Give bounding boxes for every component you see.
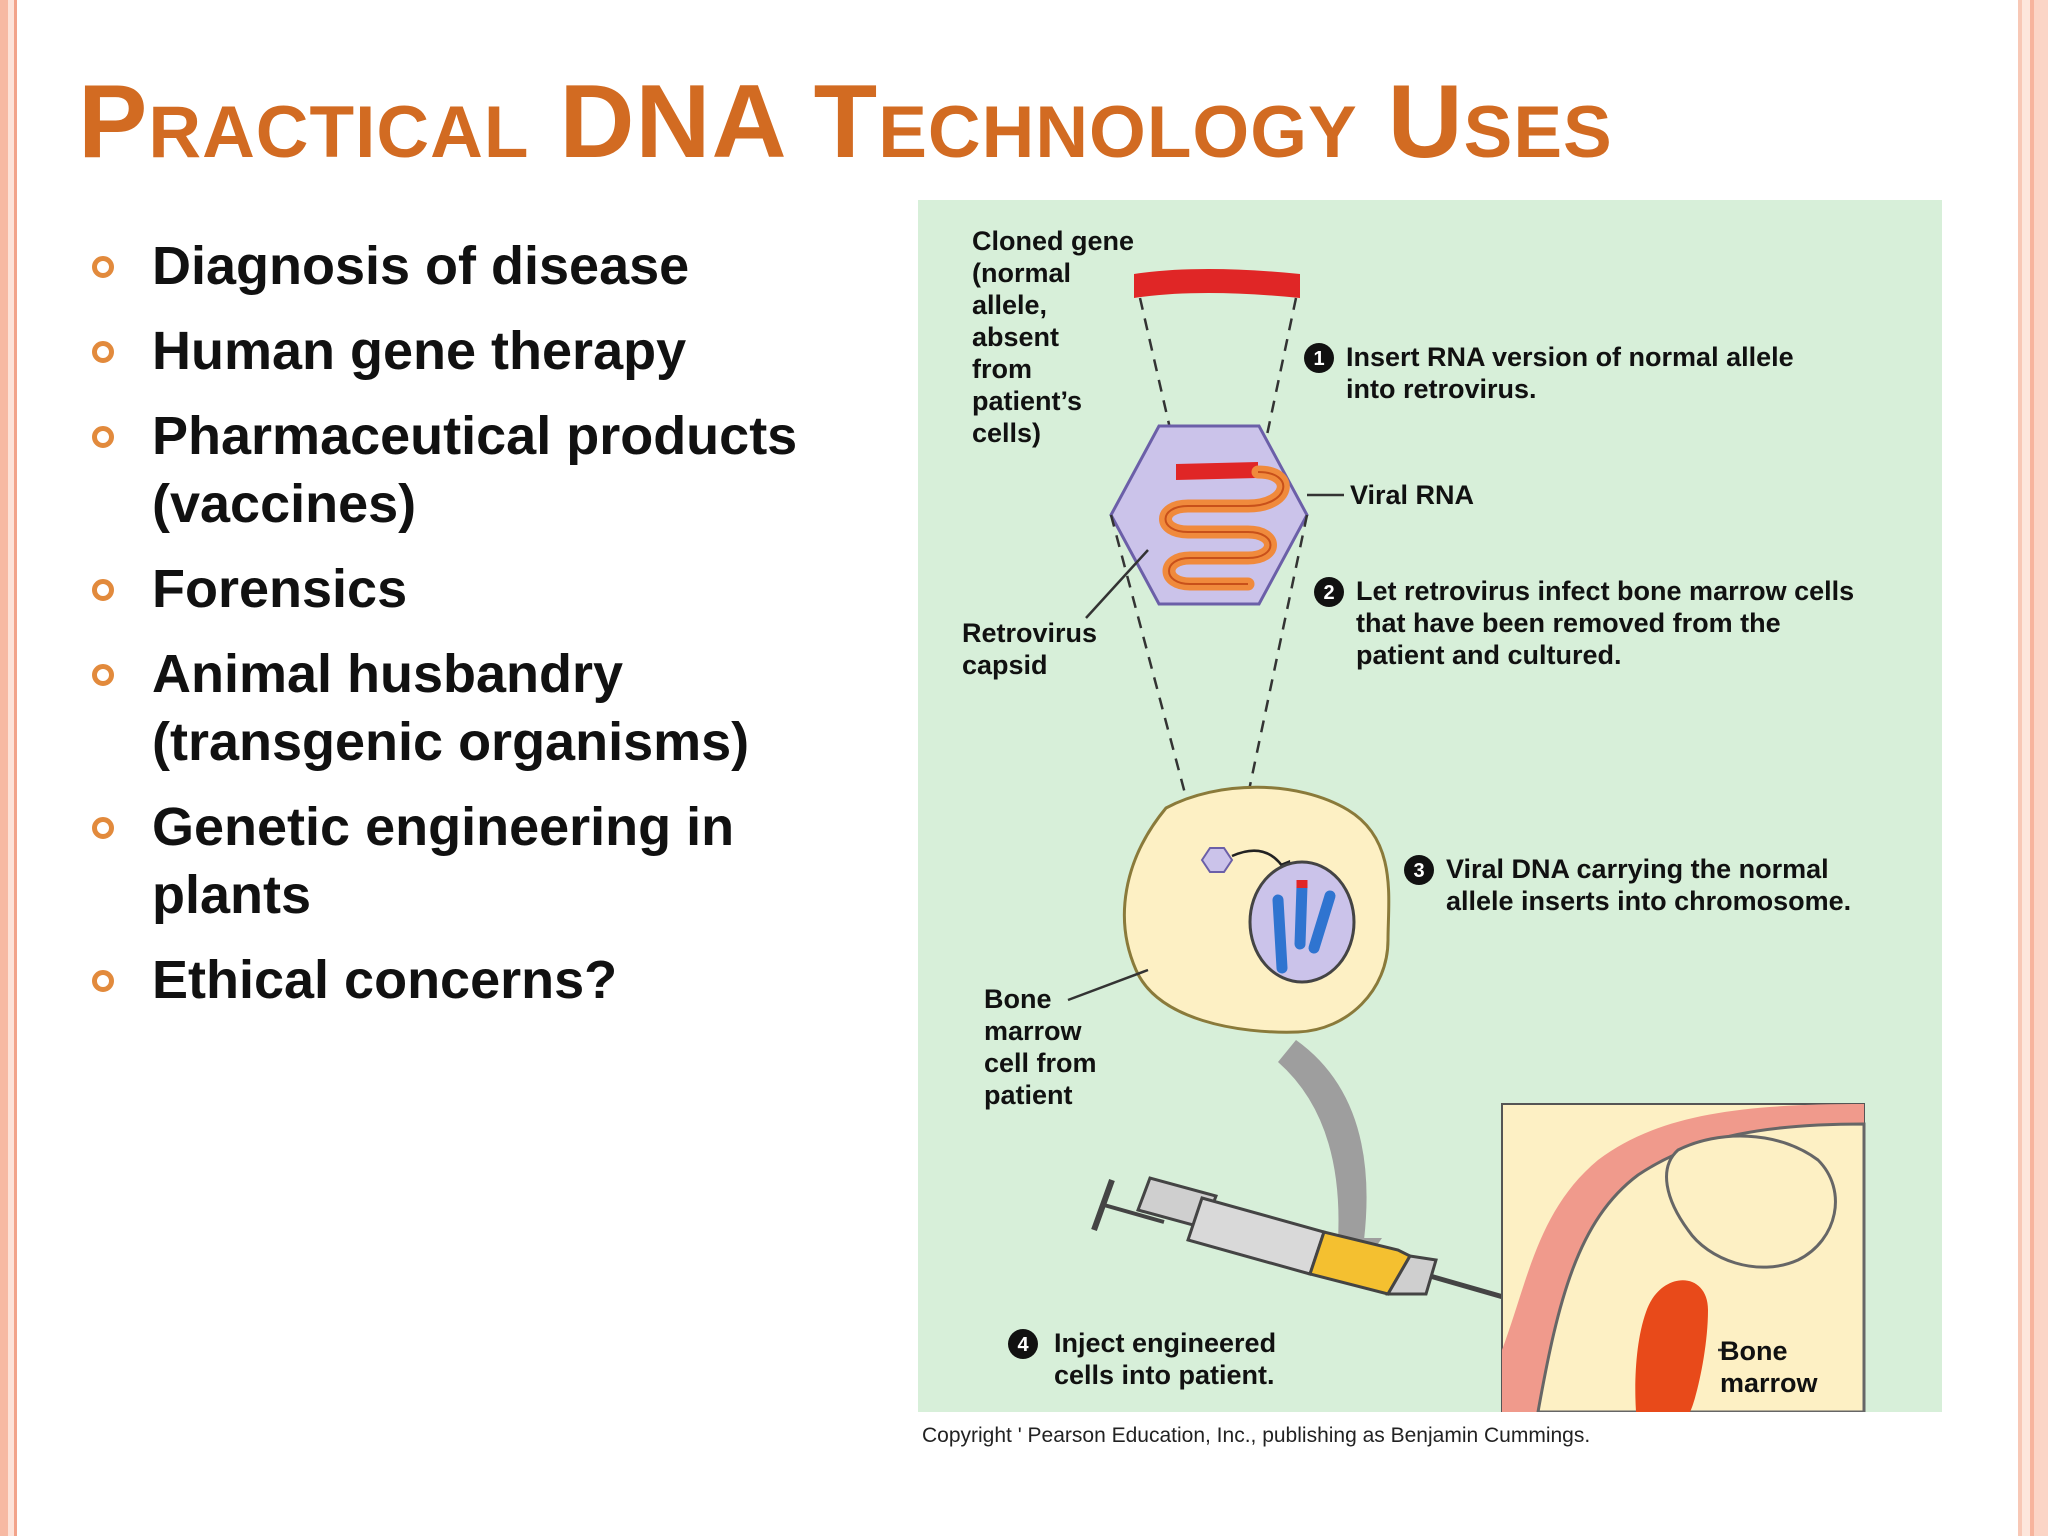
- bullet-item: Genetic engineering in plants: [88, 793, 888, 929]
- step1-text: Insert RNA version of normal allele into…: [1346, 342, 1801, 404]
- bullet-marker-icon: [92, 817, 114, 839]
- cell-leader: [1067, 968, 1149, 1002]
- bullet-item: Diagnosis of disease: [88, 232, 888, 300]
- capsid-gene-insert: [1176, 462, 1258, 480]
- copyright-notice: Copyright ' Pearson Education, Inc., pub…: [922, 1424, 1591, 1447]
- viral-rna-outline: [1164, 471, 1285, 585]
- step3-number: 3: [1413, 860, 1424, 882]
- bullet-marker-icon: [92, 664, 114, 686]
- step3-badge: 3: [1404, 855, 1434, 885]
- virus-in-cell: [1200, 847, 1234, 873]
- bullet-text: Diagnosis of disease: [152, 236, 690, 296]
- bullet-text: Ethical concerns?: [152, 950, 618, 1010]
- step2-badge: 2: [1314, 577, 1344, 607]
- step1-badge: 1: [1304, 343, 1334, 373]
- bullet-text: plants: [152, 865, 312, 925]
- bullet-marker-icon: [92, 426, 114, 448]
- bullet-list: Diagnosis of disease Human gene therapy …: [88, 232, 888, 1031]
- bullet-text: Genetic engineering in: [152, 797, 735, 857]
- step4-number: 4: [1017, 1334, 1029, 1356]
- step3-text: Viral DNA carrying the normal allele ins…: [1446, 854, 1851, 916]
- bullet-item: Animal husbandry (transgenic organisms): [88, 640, 888, 776]
- bullet-marker-icon: [92, 970, 114, 992]
- cloned-gene-strip: [1134, 269, 1300, 298]
- viral-rna-label: Viral RNA: [1350, 480, 1474, 510]
- left-border-decoration: [0, 0, 24, 1536]
- capsid-zoom-lines: [1109, 514, 1309, 853]
- chromosomes: [1272, 880, 1336, 974]
- step2-text: Let retrovirus infect bone marrow cells …: [1356, 576, 1862, 670]
- syringe-icon: [1091, 1176, 1675, 1349]
- bone-marrow-label: Bone marrow: [1720, 1336, 1819, 1398]
- bullet-text: (vaccines): [152, 474, 417, 534]
- bullet-item: Forensics: [88, 555, 888, 623]
- bullet-item: Human gene therapy: [88, 317, 888, 385]
- step4-text: Inject engineered cells into patient.: [1054, 1328, 1284, 1390]
- step1-number: 1: [1313, 348, 1324, 370]
- bone-inset: [1501, 1103, 1866, 1412]
- bullet-item: Ethical concerns?: [88, 946, 888, 1014]
- bullet-text: Forensics: [152, 559, 408, 619]
- bullet-marker-icon: [92, 579, 114, 601]
- transfer-arrow: [1278, 1040, 1367, 1240]
- bullet-text: (transgenic organisms): [152, 712, 750, 772]
- bullet-text: Animal husbandry: [152, 644, 624, 704]
- step2-number: 2: [1323, 582, 1334, 604]
- bone-marrow-cell-label: Bone marrow cell from patient: [984, 984, 1104, 1110]
- retrovirus-capsid-label: Retrovirus capsid: [962, 618, 1105, 680]
- slide-title: Practical DNA Technology Uses: [78, 64, 1613, 180]
- bullet-marker-icon: [92, 341, 114, 363]
- gene-therapy-diagram: 1 2 3 4 Cloned gene (normal allele, abse…: [918, 200, 1942, 1412]
- cloned-gene-label: Cloned gene (normal allele, absent from …: [972, 226, 1142, 448]
- gene-therapy-figure: 1 2 3 4 Cloned gene (normal allele, abse…: [918, 200, 1942, 1412]
- capsid-leader: [1085, 549, 1149, 619]
- bullet-marker-icon: [92, 256, 114, 278]
- right-border-decoration: [1958, 0, 2048, 1536]
- step4-badge: 4: [1008, 1329, 1038, 1359]
- bullet-text: Human gene therapy: [152, 321, 687, 381]
- bullet-item: Pharmaceutical products (vaccines): [88, 402, 888, 538]
- bullet-text: Pharmaceutical products: [152, 406, 798, 466]
